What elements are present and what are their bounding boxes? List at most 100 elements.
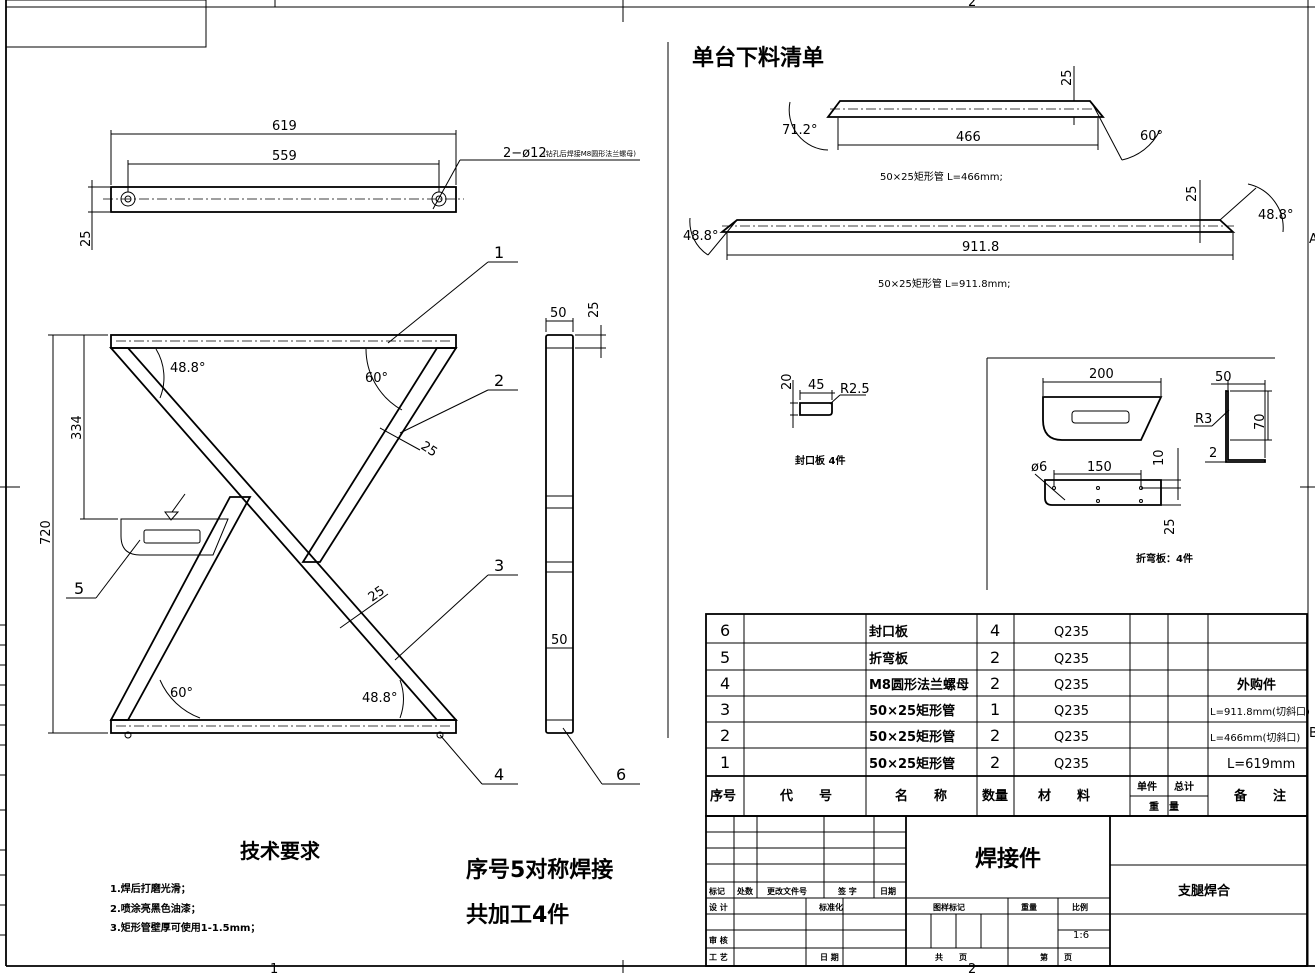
top-view: 619 559 25 2−ø12 (钻孔后焊接M8圆形法兰螺母) <box>79 119 640 250</box>
dim-tube-width-1: 25 <box>418 439 440 461</box>
zone-label-top: 2 <box>968 0 976 10</box>
side-view: 50 25 50 <box>545 301 606 734</box>
note-line-2: 共加工4件 <box>466 903 569 928</box>
bom-row-no: 6 <box>720 621 730 640</box>
dim-top-height: 25 <box>79 230 94 247</box>
bom-header-unit: 单件 <box>1137 780 1157 793</box>
bom-row-material: Q235 <box>1054 704 1089 719</box>
bent-plate-top-dim: 200 <box>1089 367 1114 382</box>
front-view: 720 334 48.8° 60° 60° 48.8° 25 25 <box>39 334 458 739</box>
bom-row-no: 2 <box>720 726 730 745</box>
bom-row-qty: 2 <box>990 674 1000 693</box>
bom-header-qty: 数量 <box>982 788 1008 804</box>
title-standard-label: 标准化 <box>818 902 843 912</box>
bom-table: 6 封口板 4 Q235 5 折弯板 2 Q235 4 M8圆形法兰螺母 2 Q… <box>705 613 1310 817</box>
bom-row-remark: L=466mm(切斜口) <box>1210 731 1300 744</box>
title-count-label: 处数 <box>736 886 754 896</box>
bom-row-material: Q235 <box>1054 625 1089 640</box>
part-b-angle-right: 48.8° <box>1258 208 1293 223</box>
dim-side-height-top: 25 <box>587 301 602 318</box>
part-a-height: 25 <box>1060 69 1075 86</box>
bom-header-weight: 重 量 <box>1149 800 1179 813</box>
bom-row-name: M8圆形法兰螺母 <box>869 677 969 693</box>
bom-header-no: 序号 <box>710 788 736 804</box>
part-a-length: 466 <box>956 130 981 145</box>
hole-note-detail: (钻孔后焊接M8圆形法兰螺母) <box>543 149 636 158</box>
balloon-6: 6 <box>616 765 626 784</box>
bom-row-material: Q235 <box>1054 652 1089 667</box>
dim-side-width-top: 50 <box>550 306 567 321</box>
part-a-angle-left: 71.2° <box>782 123 817 138</box>
bom-row-remark: L=619mm <box>1227 757 1295 772</box>
angle-top-left: 48.8° <box>170 361 205 376</box>
dim-total-height: 720 <box>39 520 54 545</box>
balloon-2: 2 <box>494 371 504 390</box>
balloon-1: 1 <box>494 243 504 262</box>
bom-row-no: 3 <box>720 700 730 719</box>
bom-row-remark: L=911.8mm(切斜口) <box>1210 705 1310 718</box>
bent-plate-thickness: 2 <box>1209 446 1217 461</box>
bom-row-no: 1 <box>720 753 730 772</box>
cut-list-title: 单台下料清单 <box>692 45 824 71</box>
bom-row-qty: 1 <box>990 700 1000 719</box>
balloon-4: 4 <box>494 765 504 784</box>
bom-row-material: Q235 <box>1054 757 1089 772</box>
bom-header-code: 代 号 <box>779 788 832 804</box>
dim-partial-height: 334 <box>70 415 85 440</box>
title-date2-label: 日 期 <box>820 952 839 962</box>
bom-header-material: 材 料 <box>1038 788 1090 804</box>
title-scale-value: 1:6 <box>1073 930 1089 941</box>
bent-plate-caption: 折弯板：4件 <box>1136 552 1193 565</box>
bent-plate-hole-dia: ø6 <box>1031 460 1047 475</box>
tech-req-item-2: 2.喷涂亮黑色油漆； <box>110 902 201 915</box>
balloons: 1 2 3 4 5 6 <box>66 243 640 785</box>
bom-row-name: 折弯板 <box>869 651 909 667</box>
angle-top-right: 60° <box>365 371 388 386</box>
balloon-3: 3 <box>494 556 504 575</box>
bent-plate-side-height: 70 <box>1253 413 1268 430</box>
part-a-angle-right: 60° <box>1140 129 1163 144</box>
cover-plate-height: 20 <box>780 373 795 390</box>
zone-label-right-b: B <box>1309 726 1315 741</box>
part-b-angle-left: 48.8° <box>683 229 718 244</box>
bom-header-remark: 备 注 <box>1233 788 1286 804</box>
bent-plate-hole-spacing: 150 <box>1087 460 1112 475</box>
bom-row-remark: 外购件 <box>1236 677 1276 693</box>
tech-req-item-3: 3.矩形管壁厚可使用1-1.5mm； <box>110 921 260 934</box>
tech-requirements: 技术要求 1.焊后打磨光滑； 2.喷涂亮黑色油漆； 3.矩形管壁厚可使用1-1.… <box>110 839 321 934</box>
title-block: 焊接件 支腿焊合 标记 处数 更改文件号 签 字 日期 设 计 标准化 图样标记… <box>705 815 1308 967</box>
title-design-label: 设 计 <box>709 902 728 912</box>
bom-row-qty: 2 <box>990 648 1000 667</box>
part-b-caption: 50×25矩形管 L=911.8mm; <box>878 277 1010 290</box>
cover-plate-caption: 封口板 4件 <box>795 454 845 467</box>
zone-label-bottom-1: 1 <box>270 962 278 973</box>
angle-bottom-left: 60° <box>170 686 193 701</box>
cover-plate-width: 45 <box>808 378 825 393</box>
bom-row-qty: 4 <box>990 621 1000 640</box>
angle-bottom-right: 48.8° <box>362 691 397 706</box>
note-line-1: 序号5对称焊接 <box>466 857 613 883</box>
dim-hole-spacing: 559 <box>272 149 297 164</box>
bom-row-material: Q235 <box>1054 730 1089 745</box>
part-b-length: 911.8 <box>962 240 999 255</box>
bom-row-name: 50×25矩形管 <box>869 756 955 772</box>
bom-row-name: 50×25矩形管 <box>869 703 955 719</box>
bom-row-no: 4 <box>720 674 730 693</box>
bom-row-qty: 2 <box>990 726 1000 745</box>
title-part-type: 焊接件 <box>975 847 1041 872</box>
bom-row-name: 封口板 <box>869 624 909 640</box>
title-process-label: 工 艺 <box>709 952 728 962</box>
zone-label-right-a: A <box>1309 232 1315 247</box>
bent-plate-dim-25: 25 <box>1163 518 1178 535</box>
dim-side-width-mid: 50 <box>551 633 568 648</box>
bent-plate-dim-10: 10 <box>1152 449 1167 466</box>
bom-header-total: 总计 <box>1174 780 1194 793</box>
tech-req-item-1: 1.焊后打磨光滑； <box>110 882 191 895</box>
title-total-sheets-label: 共 页 <box>935 952 967 962</box>
bom-row-material: Q235 <box>1054 678 1089 693</box>
title-drawing-name: 支腿焊合 <box>1177 883 1231 899</box>
cut-list: 单台下料清单 466 25 71.2° 60° 50×25矩形管 L=466mm… <box>683 45 1293 290</box>
title-sign-label: 签 字 <box>837 886 857 896</box>
